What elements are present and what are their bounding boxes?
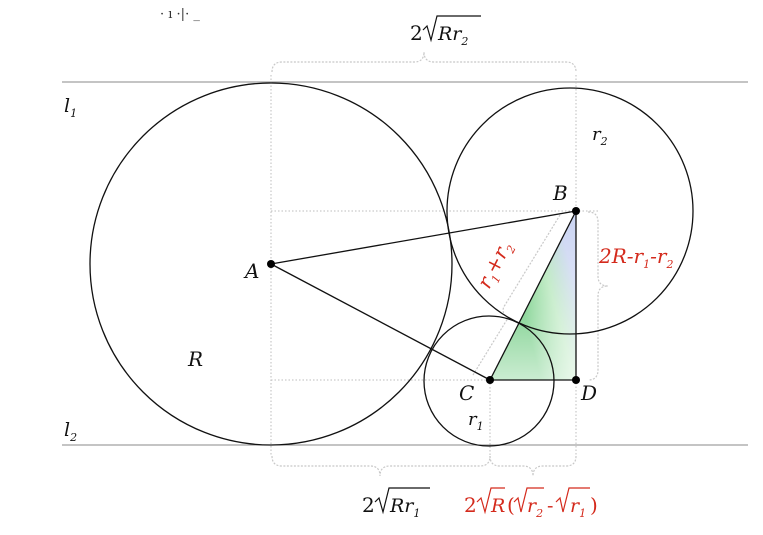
point-D — [572, 376, 580, 384]
top-brace — [271, 51, 577, 73]
svg-text:2: 2 — [464, 493, 477, 517]
label-R: R — [187, 347, 203, 371]
svg-text:r2: r2 — [527, 495, 543, 520]
svg-text:r1: r1 — [570, 495, 586, 520]
svg-text:R: R — [490, 495, 505, 517]
svg-text:2: 2 — [362, 493, 375, 517]
label-A: A — [243, 259, 259, 283]
slanted-brace — [472, 214, 561, 376]
hypotenuse-measure: r1+r2 — [472, 237, 519, 294]
bottom-right-measure: 2 R ( r2 - r1 ) — [464, 487, 598, 520]
label-l2: l2 — [64, 419, 77, 444]
point-C — [486, 376, 494, 384]
segments — [270, 210, 577, 381]
label-r2: r2 — [592, 124, 608, 148]
label-C: C — [459, 381, 474, 405]
title-fragment: · ı ·|· _ — [160, 7, 200, 22]
bottom-right-brace — [489, 455, 577, 477]
label-D: D — [580, 381, 597, 405]
label-l1: l1 — [64, 95, 77, 120]
point-B — [572, 207, 580, 215]
bottom-left-brace — [271, 455, 491, 477]
label-B: B — [552, 181, 568, 205]
circle-C — [423, 315, 555, 447]
side-measure: 2R-r1-r2 — [598, 244, 673, 271]
right-brace — [587, 211, 609, 381]
label-r1: r1 — [468, 409, 484, 433]
circle-A — [89, 82, 453, 446]
svg-text:): ) — [590, 493, 598, 517]
svg-text:2: 2 — [410, 21, 423, 45]
svg-text:(: ( — [507, 493, 515, 517]
svg-text:-: - — [547, 495, 553, 517]
top-measure: 2 Rr2 — [410, 15, 481, 48]
svg-text:Rr1: Rr1 — [389, 495, 420, 520]
point-A — [267, 260, 275, 268]
circle-B — [446, 87, 694, 335]
svg-text:Rr2: Rr2 — [437, 23, 468, 48]
bottom-left-measure: 2 Rr1 — [362, 487, 430, 520]
